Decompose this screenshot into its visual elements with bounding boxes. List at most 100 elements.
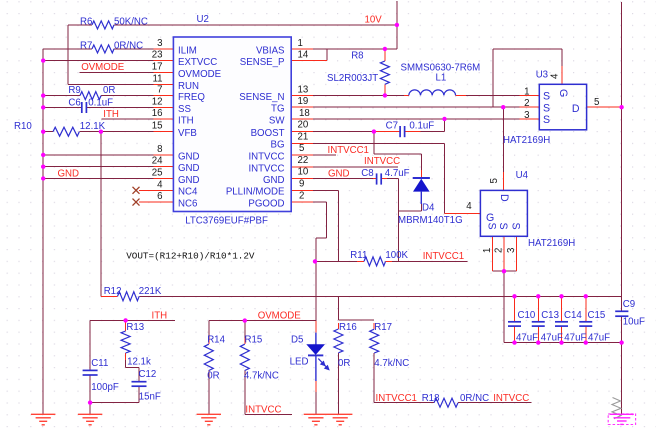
svg-text:R12: R12 — [104, 286, 122, 297]
svg-text:23: 23 — [152, 50, 163, 61]
svg-text:S: S — [510, 223, 522, 230]
svg-text:10uF: 10uF — [623, 317, 645, 328]
svg-text:ILIM: ILIM — [178, 45, 197, 56]
svg-text:14: 14 — [298, 50, 309, 61]
svg-text:C6: C6 — [68, 97, 80, 108]
svg-text:13: 13 — [298, 84, 309, 95]
svg-text:1: 1 — [524, 86, 529, 97]
svg-text:EXTVCC: EXTVCC — [178, 57, 217, 68]
svg-text:15: 15 — [152, 121, 163, 132]
svg-text:4: 4 — [550, 73, 561, 79]
svg-text:GND: GND — [178, 151, 200, 162]
svg-text:0R: 0R — [103, 85, 115, 96]
svg-text:BOOST: BOOST — [251, 128, 285, 139]
svg-text:3: 3 — [506, 248, 517, 253]
svg-text:INTVCC: INTVCC — [493, 393, 529, 404]
svg-text:S: S — [543, 91, 550, 103]
svg-text:5: 5 — [489, 178, 500, 183]
svg-text:2: 2 — [524, 98, 529, 109]
svg-text:0R/NC: 0R/NC — [460, 393, 489, 404]
svg-text:RUN: RUN — [178, 81, 199, 92]
svg-text:10V: 10V — [365, 15, 383, 26]
svg-text:VOUT=(R12+R10)/R10*1.2V: VOUT=(R12+R10)/R10*1.2V — [126, 250, 255, 261]
svg-text:47uF: 47uF — [588, 332, 610, 343]
svg-text:12.1K: 12.1K — [80, 121, 106, 132]
svg-text:GND: GND — [328, 169, 350, 180]
svg-text:LED: LED — [290, 357, 309, 368]
svg-text:3: 3 — [524, 110, 529, 121]
svg-text:HAT2169H: HAT2169H — [528, 238, 575, 249]
svg-text:NC4: NC4 — [178, 187, 198, 198]
svg-text:BG: BG — [271, 140, 285, 151]
svg-text:C15: C15 — [588, 310, 606, 321]
svg-text:MBRM140T1G: MBRM140T1G — [398, 215, 463, 226]
svg-text:C8: C8 — [361, 168, 373, 179]
svg-text:C13: C13 — [541, 310, 559, 321]
svg-text:G: G — [486, 212, 494, 224]
svg-text:SENSE_P: SENSE_P — [240, 57, 285, 68]
svg-text:ITH: ITH — [103, 109, 119, 120]
svg-text:47uF: 47uF — [541, 332, 563, 343]
svg-text:4.7uF: 4.7uF — [385, 168, 410, 179]
svg-text:12: 12 — [152, 96, 163, 107]
svg-text:FREQ: FREQ — [178, 92, 205, 103]
svg-text:21: 21 — [298, 131, 309, 142]
svg-text:221K: 221K — [139, 286, 162, 297]
svg-text:100K: 100K — [385, 250, 408, 261]
svg-text:GND: GND — [263, 175, 285, 186]
svg-text:D5: D5 — [291, 334, 303, 345]
svg-text:OVMODE: OVMODE — [81, 62, 125, 73]
svg-text:9: 9 — [299, 179, 304, 190]
svg-text:4: 4 — [157, 179, 163, 190]
svg-text:VBIAS: VBIAS — [256, 45, 285, 56]
svg-text:47uF: 47uF — [564, 332, 586, 343]
svg-text:INTVCC: INTVCC — [245, 404, 281, 415]
svg-text:0R/NC: 0R/NC — [114, 40, 143, 51]
svg-text:S: S — [497, 223, 509, 230]
svg-text:D: D — [498, 194, 510, 202]
svg-text:VFB: VFB — [178, 128, 197, 139]
svg-text:L1: L1 — [436, 73, 447, 84]
svg-text:S: S — [486, 223, 498, 230]
svg-text:15nF: 15nF — [139, 391, 161, 402]
svg-text:S: S — [543, 102, 550, 114]
svg-text:C10: C10 — [518, 310, 536, 321]
svg-text:0R: 0R — [338, 358, 350, 369]
svg-text:R9: R9 — [68, 85, 80, 96]
svg-text:OVMODE: OVMODE — [258, 310, 302, 321]
svg-text:INTVCC1: INTVCC1 — [423, 251, 464, 262]
svg-text:ITH: ITH — [152, 311, 168, 322]
svg-text:SMMS0630-7R6M: SMMS0630-7R6M — [401, 63, 481, 74]
svg-text:3: 3 — [157, 38, 162, 49]
svg-text:R18: R18 — [422, 393, 440, 404]
svg-text:R15: R15 — [245, 334, 263, 345]
svg-text:U2: U2 — [197, 14, 209, 25]
svg-text:GND: GND — [178, 175, 200, 186]
svg-text:R11: R11 — [350, 250, 367, 261]
svg-text:INTVCC: INTVCC — [248, 163, 284, 174]
svg-text:SENSE_N: SENSE_N — [239, 92, 284, 103]
svg-text:R17: R17 — [374, 322, 392, 333]
svg-text:R13: R13 — [126, 322, 144, 333]
svg-text:TG: TG — [271, 104, 284, 115]
svg-text:INTVCC1: INTVCC1 — [328, 145, 369, 156]
svg-text:47uF: 47uF — [516, 332, 538, 343]
svg-text:D4: D4 — [422, 202, 435, 213]
svg-text:SW: SW — [269, 115, 285, 126]
svg-text:2: 2 — [494, 248, 505, 253]
svg-text:R14: R14 — [207, 334, 225, 345]
svg-text:SL2R003JT: SL2R003JT — [327, 73, 378, 84]
svg-text:4.7k/NC: 4.7k/NC — [374, 358, 409, 369]
svg-text:11: 11 — [152, 73, 162, 84]
svg-text:LTC3769EUF#PBF: LTC3769EUF#PBF — [185, 216, 268, 227]
svg-text:20: 20 — [298, 120, 309, 131]
svg-text:0R: 0R — [207, 371, 219, 382]
svg-text:INTVCC1: INTVCC1 — [376, 393, 417, 404]
svg-text:HAT2169H: HAT2169H — [503, 135, 550, 146]
svg-text:G: G — [557, 89, 569, 97]
svg-text:U3: U3 — [536, 69, 548, 80]
svg-text:GND: GND — [178, 163, 200, 174]
svg-text:25: 25 — [152, 168, 163, 179]
svg-text:GND: GND — [58, 169, 80, 180]
svg-text:INTVCC: INTVCC — [364, 156, 400, 167]
